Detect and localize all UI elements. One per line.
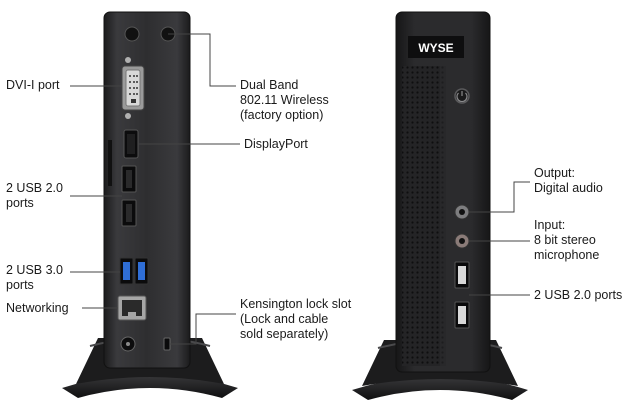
audio-output-jack [454, 204, 470, 220]
leader-output [469, 181, 530, 213]
kensington-slot [163, 337, 171, 351]
leader-kensington [170, 313, 236, 345]
label-dvi-port: DVI-I port [6, 78, 60, 92]
microphone-input-jack [454, 233, 470, 249]
side-slot [108, 140, 112, 186]
front-unit: WYSE [352, 11, 528, 400]
label-kensington: Kensington lock slot (Lock and cable sol… [240, 297, 352, 341]
label-usb20-back: 2 USB 2.0 ports [6, 181, 63, 210]
label-networking: Networking [6, 301, 69, 315]
brand-logo-plate [408, 36, 464, 58]
label-usb30-back: 2 USB 3.0 ports [6, 263, 63, 292]
brand-logo: WYSE [418, 41, 453, 55]
label-input: Input: 8 bit stereo microphone [534, 218, 600, 262]
back-usb30-ports [119, 257, 149, 285]
leader-wireless [168, 33, 236, 87]
wireless-antenna-port [124, 26, 140, 42]
label-displayport: DisplayPort [244, 137, 308, 151]
back-chassis [103, 11, 191, 369]
leader-lines [70, 33, 530, 345]
label-usb20-front: 2 USB 2.0 ports [534, 288, 623, 302]
ethernet-port [117, 295, 147, 321]
front-perforated-panel [402, 66, 440, 366]
back-unit [62, 11, 238, 398]
displayport-port [123, 129, 139, 159]
dvi-port [121, 57, 145, 119]
label-output: Output: Digital audio [534, 166, 603, 195]
label-wireless: Dual Band 802.11 Wireless (factory optio… [240, 78, 329, 122]
front-usb20-ports [454, 261, 470, 329]
back-usb20-ports [121, 165, 137, 227]
